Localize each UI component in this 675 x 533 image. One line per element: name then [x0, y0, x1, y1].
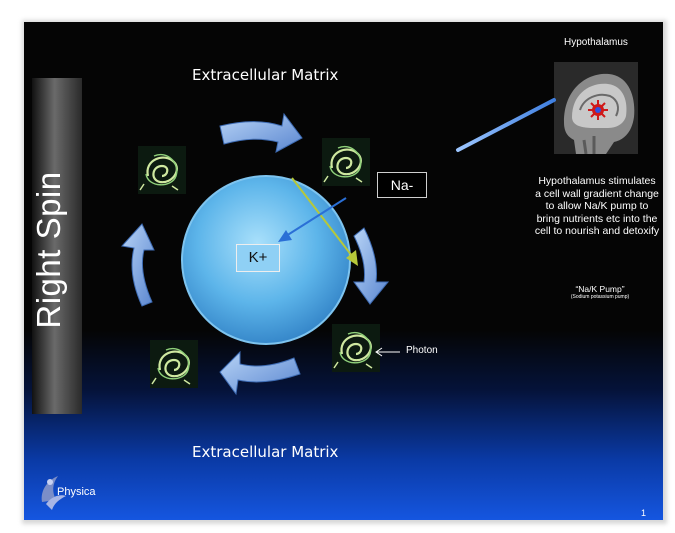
potassium-label: K+ — [236, 244, 280, 272]
sodium-flow-arrow — [291, 177, 353, 257]
circular-arrow-icon — [121, 223, 155, 307]
signal-beam — [456, 98, 556, 152]
extracellular-label-bottom: Extracellular Matrix — [192, 443, 339, 461]
side-bar — [32, 78, 82, 414]
page-number: 1 — [641, 508, 647, 518]
pump-sublabel: (Sodium potassium pump) — [570, 294, 630, 300]
extracellular-label-top: Extracellular Matrix — [192, 66, 339, 84]
photon-swirl-icon — [136, 144, 188, 196]
sodium-label: Na- — [377, 172, 427, 198]
photon-swirl-icon — [320, 136, 372, 188]
hypothalamus-description: Hypothalamus stimulates a cell wall grad… — [534, 175, 660, 237]
sodium-arrowhead — [346, 250, 358, 266]
potassium-flow-arrow — [285, 197, 347, 237]
physica-logo-text: Physica — [57, 486, 96, 498]
circular-arrow-icon — [219, 350, 301, 396]
circular-arrow-icon — [219, 112, 303, 153]
circular-arrow-icon — [353, 227, 390, 305]
photon-swirl-icon — [148, 338, 200, 390]
brain-scan-icon — [554, 62, 638, 154]
physica-logo-icon — [41, 476, 66, 510]
brain-scan-image — [554, 62, 638, 154]
pump-label: “Na/K Pump” — [575, 284, 625, 294]
potassium-arrowhead — [278, 230, 292, 242]
hypothalamus-title: Hypothalamus — [564, 37, 628, 48]
photon-label: Photon — [406, 345, 438, 356]
photon-swirl-icon — [330, 322, 382, 374]
slide: Right Spin Extracellular Matrix Extracel… — [24, 22, 663, 520]
diagram-canvas — [41, 98, 556, 510]
